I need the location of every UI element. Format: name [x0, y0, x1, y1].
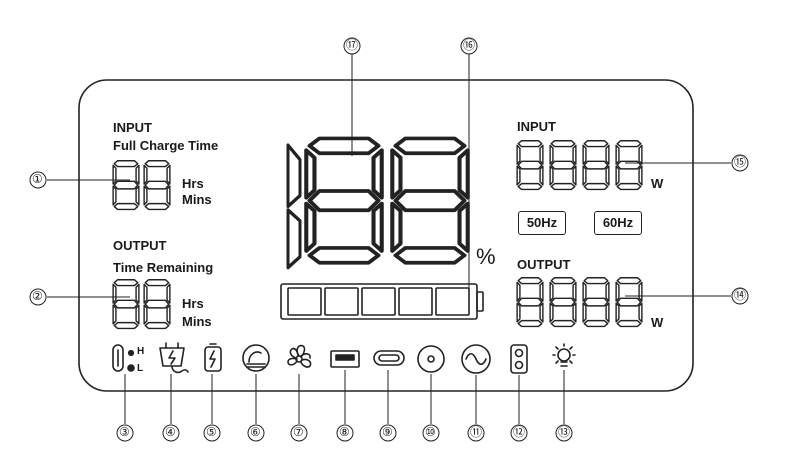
dc-port-icon — [417, 345, 445, 373]
callout-circle — [731, 287, 749, 305]
callout-circle — [162, 424, 180, 442]
light-icon — [552, 343, 576, 367]
car-port-icon — [510, 344, 528, 374]
callout-circle — [29, 288, 47, 306]
output-watts-unit: W — [651, 315, 664, 330]
thermometer-icon — [112, 344, 135, 372]
temp-high-label: H — [137, 346, 145, 357]
eco-mode-icon — [242, 344, 270, 372]
callout-11: ⑪ — [470, 425, 483, 439]
battery-segment — [324, 287, 359, 316]
callout-circle — [510, 424, 528, 442]
right-input-heading: INPUT — [517, 119, 556, 134]
callout-circle — [343, 37, 361, 55]
battery-segment — [361, 287, 396, 316]
dc-charging-icon — [204, 343, 222, 372]
callout-8: ⑧ — [339, 425, 350, 439]
callout-circle — [467, 424, 485, 442]
leader-lines — [47, 54, 731, 424]
left-output-heading: OUTPUT — [113, 238, 167, 253]
input-time-digits — [112, 160, 171, 211]
input-hrs-label: Hrs — [182, 176, 204, 191]
callout-circle — [29, 171, 47, 189]
callout-5: ⑤ — [206, 425, 217, 439]
callout-circle — [116, 424, 134, 442]
battery-segment — [435, 287, 470, 316]
callout-3: ③ — [119, 425, 130, 439]
usb-a-icon — [330, 350, 360, 368]
output-hrs-label: Hrs — [182, 296, 204, 311]
battery-segment — [398, 287, 433, 316]
callout-14: ⑭ — [734, 288, 747, 302]
fan-icon — [287, 344, 312, 368]
callout-circle — [731, 154, 749, 172]
callout-10: ⑩ — [425, 425, 436, 439]
callout-7: ⑦ — [293, 425, 304, 439]
ac-charging-icon — [159, 342, 189, 374]
input-watts-unit: W — [651, 176, 664, 191]
callout-circle — [460, 37, 478, 55]
time-remaining-label: Time Remaining — [113, 260, 214, 275]
callout-circle — [247, 424, 265, 442]
callout-9: ⑨ — [382, 425, 393, 439]
freq-60hz-indicator: 60Hz — [594, 211, 642, 235]
callout-circle — [290, 424, 308, 442]
callout-1: ① — [32, 172, 43, 186]
output-mins-label: Mins — [182, 314, 212, 329]
callout-13: ⑬ — [558, 425, 571, 439]
callout-15: ⑮ — [734, 155, 747, 169]
callout-4: ④ — [165, 425, 176, 439]
callout-16: ⑯ — [463, 38, 476, 52]
output-time-digits — [112, 279, 171, 330]
callout-12: ⑫ — [513, 425, 526, 439]
freq-50hz-indicator: 50Hz — [518, 211, 566, 235]
battery-percent-digits — [286, 138, 468, 270]
callout-circle — [422, 424, 440, 442]
temp-low-label: L — [137, 363, 144, 374]
callout-17: ⑰ — [346, 38, 359, 52]
callout-circle — [203, 424, 221, 442]
percent-symbol: % — [476, 244, 496, 269]
battery-segment — [287, 287, 322, 316]
left-input-heading: INPUT — [113, 120, 152, 135]
right-output-heading: OUTPUT — [517, 257, 571, 272]
usb-c-icon — [373, 350, 405, 366]
callout-circle — [336, 424, 354, 442]
callout-6: ⑥ — [250, 425, 261, 439]
full-charge-time-label: Full Charge Time — [113, 138, 219, 153]
battery-bar — [280, 283, 484, 320]
callout-circle — [379, 424, 397, 442]
callout-circle — [555, 424, 573, 442]
lcd-frame — [78, 79, 694, 392]
input-mins-label: Mins — [182, 192, 212, 207]
ac-outlet-icon — [461, 344, 491, 374]
input-watts-digits — [516, 140, 643, 191]
output-watts-digits — [516, 277, 643, 328]
callout-2: ② — [32, 289, 43, 303]
